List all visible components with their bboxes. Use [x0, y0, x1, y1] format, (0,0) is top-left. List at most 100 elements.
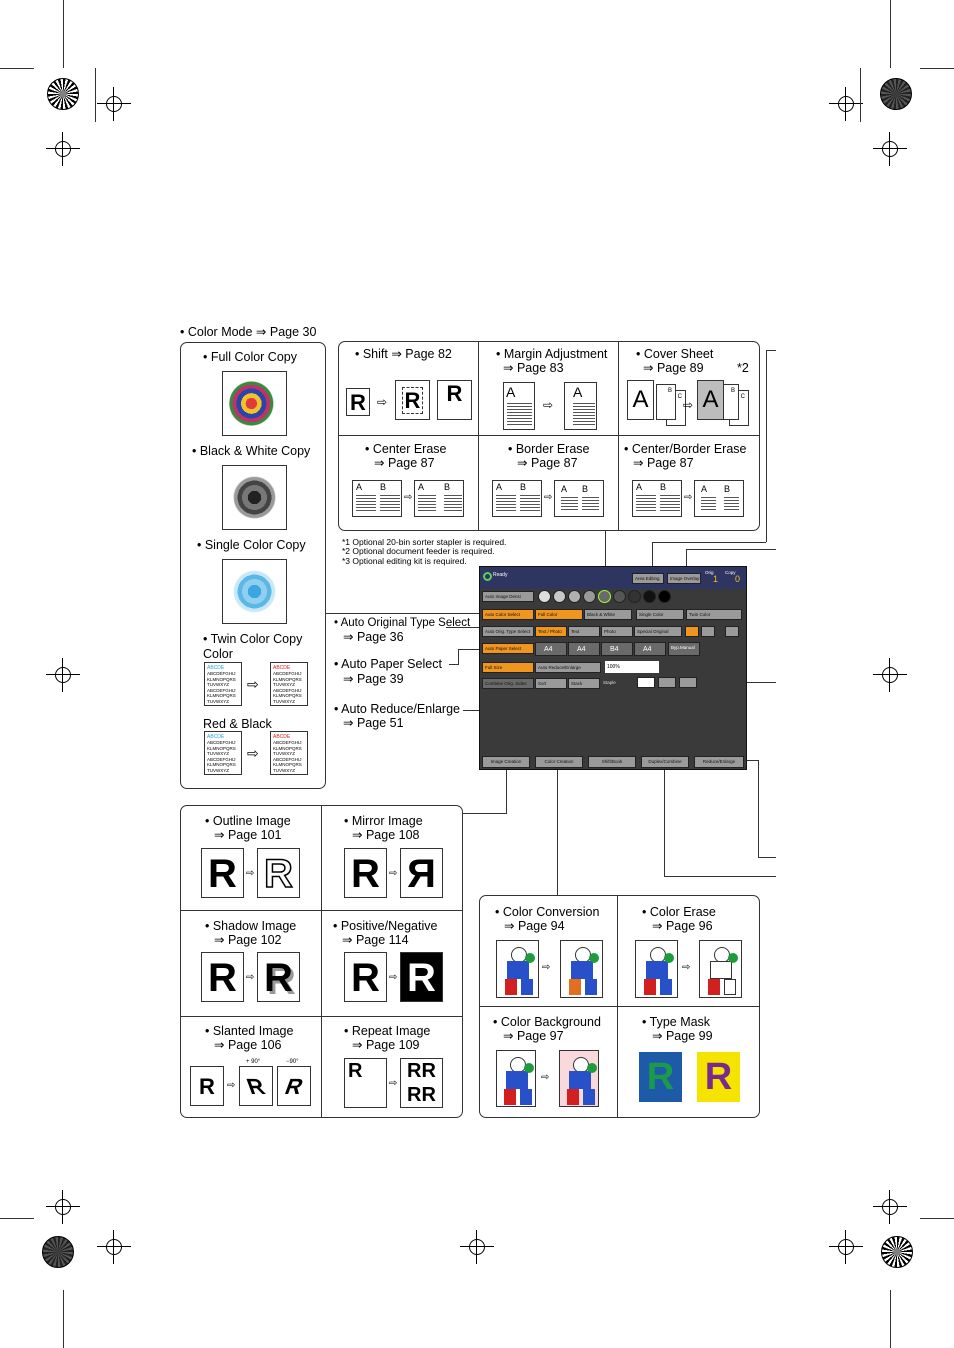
- registration-mark: [873, 1190, 907, 1224]
- sort-button[interactable]: Sort: [535, 678, 567, 689]
- red-black-label: Red & Black: [203, 717, 272, 731]
- stack-button[interactable]: Stack: [568, 678, 600, 689]
- density-dot[interactable]: [553, 590, 566, 603]
- border-erase-page: ⇒ Page 87: [517, 456, 578, 470]
- tab-reduce-enlarge[interactable]: Reduce/Enlarge: [694, 756, 744, 768]
- copy-label: Copy: [725, 570, 736, 575]
- paper-a4-button[interactable]: A4: [634, 642, 666, 656]
- shift-after2: R: [437, 380, 472, 420]
- paper-a4-button[interactable]: A4: [535, 642, 567, 656]
- auto-image-density-button[interactable]: Auto Image Densi: [482, 591, 534, 602]
- posneg-before: R: [344, 952, 387, 1002]
- single-color-image: [222, 559, 287, 624]
- auto-color-select-button[interactable]: Auto Color Select: [482, 609, 534, 620]
- color-mode-title: • Color Mode ⇒ Page 30: [180, 325, 317, 339]
- shadow-label: • Shadow Image: [205, 919, 297, 933]
- density-dot[interactable]: [568, 590, 581, 603]
- registration-rosette: [42, 1236, 74, 1268]
- image-overlay-button[interactable]: Image Overlay: [667, 573, 701, 584]
- paper-b4-button[interactable]: B4: [601, 642, 633, 656]
- outline-before: R: [201, 848, 244, 898]
- registration-mark: [46, 132, 80, 166]
- shift-after1: R: [395, 380, 430, 420]
- color-background-label: • Color Background: [493, 1015, 601, 1029]
- repeat-after: RR RR: [400, 1058, 443, 1108]
- registration-mark: [460, 1230, 494, 1264]
- margin-after: A: [564, 382, 597, 430]
- registration-mark: [873, 658, 907, 692]
- cover-sheet-a: A: [627, 380, 654, 420]
- type-mask-label: • Type Mask: [642, 1015, 711, 1029]
- color-erase-page: ⇒ Page 96: [652, 919, 713, 933]
- orig-icon-button[interactable]: [685, 626, 699, 637]
- arrow-icon: ⇨: [541, 1072, 550, 1083]
- arrow-icon: ⇨: [684, 492, 693, 503]
- arrow-icon: ⇨: [544, 492, 553, 503]
- type-mask-after: R: [697, 1052, 740, 1102]
- repeat-page: ⇒ Page 109: [352, 1038, 420, 1052]
- staple-label: Staple: [603, 680, 616, 685]
- bypass-button[interactable]: Byp.Manual: [668, 642, 700, 656]
- tab-color-creation[interactable]: Color Creation: [535, 756, 583, 768]
- density-dot[interactable]: [598, 590, 611, 603]
- clown-after: [560, 940, 603, 998]
- staple-option[interactable]: [637, 677, 655, 688]
- border-book-before: A B: [492, 480, 542, 517]
- color-mode-panel: [180, 342, 326, 789]
- erase-book-after: A B: [414, 480, 464, 517]
- arrow-icon: ⇨: [389, 972, 398, 983]
- cover-after-a: A: [697, 380, 724, 420]
- percent-field[interactable]: 100%: [605, 661, 659, 673]
- auto-orig-type-button[interactable]: Auto Orig. Type Select: [482, 626, 534, 637]
- density-dot[interactable]: [643, 590, 656, 603]
- bw-image: [222, 465, 287, 530]
- density-dot[interactable]: [583, 590, 596, 603]
- text-button[interactable]: Text: [568, 626, 600, 637]
- full-color-button[interactable]: Full Color: [535, 609, 583, 620]
- bw-button[interactable]: Black & White: [584, 609, 632, 620]
- orig-icon-button[interactable]: [701, 626, 715, 637]
- auto-paper-select-button[interactable]: Auto Paper Select: [482, 643, 534, 654]
- auto-reduce-enlarge-button[interactable]: Auto Reduce/Enlarge: [535, 662, 601, 673]
- single-color-label: • Single Color Copy: [197, 538, 306, 552]
- tab-shift-book[interactable]: Shift/Book: [588, 756, 636, 768]
- registration-mark: [46, 1190, 80, 1224]
- text-photo-button[interactable]: Text / Photo: [535, 626, 567, 637]
- special-original-button[interactable]: Special Original: [634, 626, 682, 637]
- arrow-icon: ⇨: [389, 1078, 398, 1089]
- photo-button[interactable]: Photo: [601, 626, 633, 637]
- combine-orig-button[interactable]: Combine Orig. Sides: [482, 678, 534, 689]
- twin-color-button[interactable]: Twin Color: [686, 609, 742, 620]
- cover-note: *2: [737, 361, 749, 375]
- density-dot[interactable]: [538, 590, 551, 603]
- edit-top-panel: [338, 341, 760, 531]
- single-color-button[interactable]: Single Color: [636, 609, 684, 620]
- twin-color-label: • Twin Color Copy: [203, 632, 303, 646]
- margin-page: ⇒ Page 83: [503, 361, 564, 375]
- paper-a4-button[interactable]: A4: [568, 642, 600, 656]
- orig-icon-button[interactable]: [725, 626, 739, 637]
- margin-label: • Margin Adjustment: [496, 347, 608, 361]
- tab-duplex-combine[interactable]: Duplex/Combine: [641, 756, 689, 768]
- border-erase-label: • Border Erase: [508, 442, 590, 456]
- auto-reduce-page: ⇒ Page 51: [343, 716, 404, 730]
- tab-image-creation[interactable]: Image Creation: [482, 756, 530, 768]
- registration-mark: [97, 87, 131, 121]
- color-conversion-label: • Color Conversion: [495, 905, 600, 919]
- area-editing-button[interactable]: Area Editing: [632, 573, 664, 584]
- copy-value: 0: [735, 574, 741, 584]
- bg-clown-before: [496, 1050, 536, 1107]
- full-color-label: • Full Color Copy: [203, 350, 297, 364]
- full-size-button[interactable]: Full Size: [482, 662, 534, 673]
- shadow-before: R: [201, 952, 244, 1002]
- orig-value: 1: [713, 574, 719, 584]
- density-dot[interactable]: [658, 590, 671, 603]
- density-dot[interactable]: [613, 590, 626, 603]
- staple-option[interactable]: [658, 677, 676, 688]
- registration-mark: [873, 132, 907, 166]
- slanted-page: ⇒ Page 106: [214, 1038, 282, 1052]
- slanted-after1: R: [239, 1066, 273, 1106]
- staple-option[interactable]: [679, 677, 697, 688]
- density-dot[interactable]: [628, 590, 641, 603]
- auto-reduce-callout: • Auto Reduce/Enlarge: [334, 702, 460, 716]
